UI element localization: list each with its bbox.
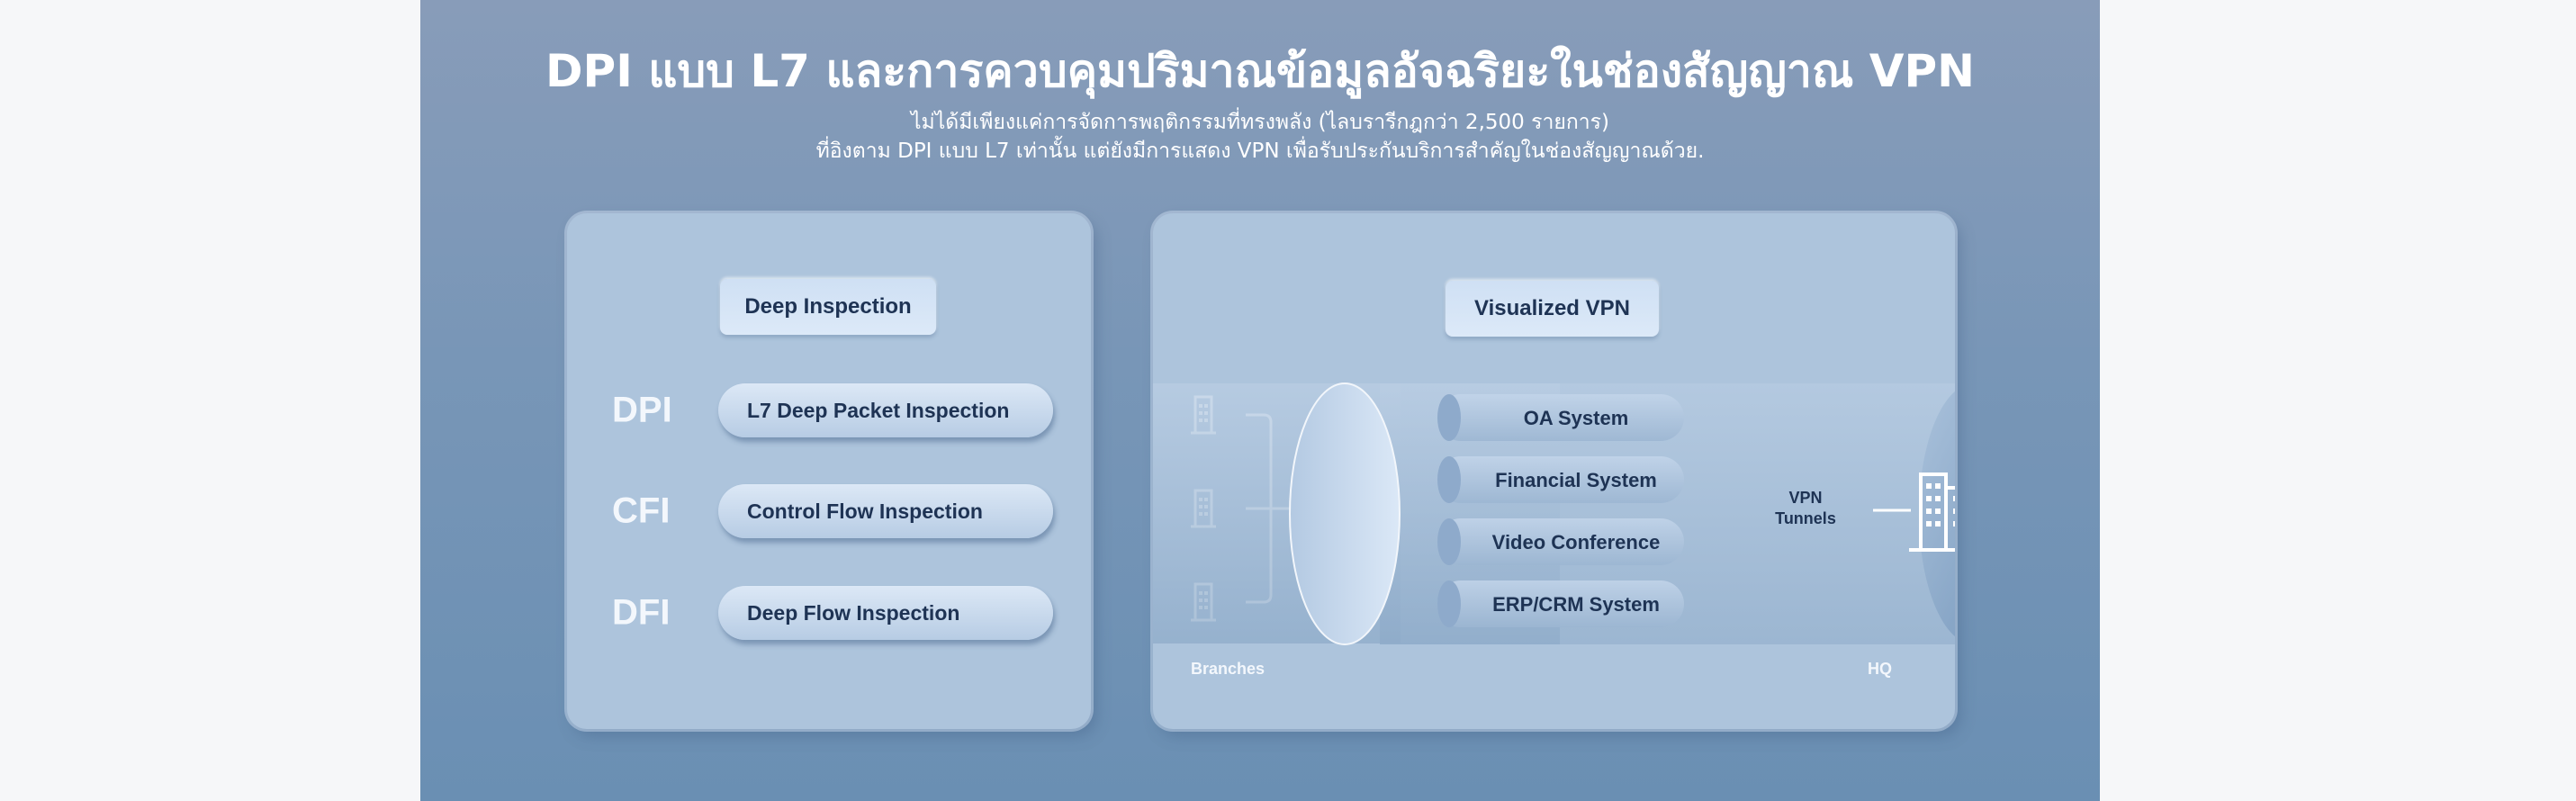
deep-inspection-heading: Deep Inspection <box>720 279 936 335</box>
system-tube: Financial System <box>1437 456 1684 503</box>
system-label: Financial System <box>1495 469 1657 491</box>
system-tube: ERP/CRM System <box>1437 580 1684 627</box>
dfi-pill: Deep Flow Inspection <box>718 586 1053 640</box>
vpn-label: VPN <box>1788 489 1822 507</box>
system-label: OA System <box>1524 407 1629 429</box>
deep-inspection-card: Deep Inspection DPI L7 Deep Packet Inspe… <box>567 213 1091 729</box>
page-title: DPI แบบ L7 และการควบคุมปริมาณข้อมูลอัจฉร… <box>545 45 1975 97</box>
system-tube: Video Conference <box>1437 518 1684 565</box>
subtitle-line-2: ที่อิงตาม DPI แบบ L7 เท่านั้น แต่ยังมีกา… <box>815 140 1705 163</box>
banner-panel: DPI แบบ L7 และการควบคุมปริมาณข้อมูลอัจฉร… <box>420 0 2100 801</box>
branches-label: Branches <box>1191 660 1265 678</box>
dfi-abbr: DFI <box>612 592 671 633</box>
tunnel-entrance <box>1289 382 1401 645</box>
hq-building-icon <box>1909 472 1955 552</box>
system-label: ERP/CRM System <box>1492 593 1660 616</box>
hq-label: HQ <box>1868 660 1892 678</box>
tunnels-label: Tunnels <box>1775 509 1836 527</box>
dpi-abbr: DPI <box>612 390 672 430</box>
system-tube: OA System <box>1437 394 1684 441</box>
cfi-abbr: CFI <box>612 490 671 531</box>
cfi-pill: Control Flow Inspection <box>718 484 1053 538</box>
system-label: Video Conference <box>1492 531 1661 554</box>
visualized-vpn-heading: Visualized VPN <box>1446 281 1659 337</box>
subtitle-line-1: ไม่ได้มีเพียงแค่การจัดการพฤติกรรมที่ทรงพ… <box>910 111 1609 134</box>
dpi-pill: L7 Deep Packet Inspection <box>718 383 1053 437</box>
visualized-vpn-card: Visualized VPN <box>1153 213 1955 729</box>
